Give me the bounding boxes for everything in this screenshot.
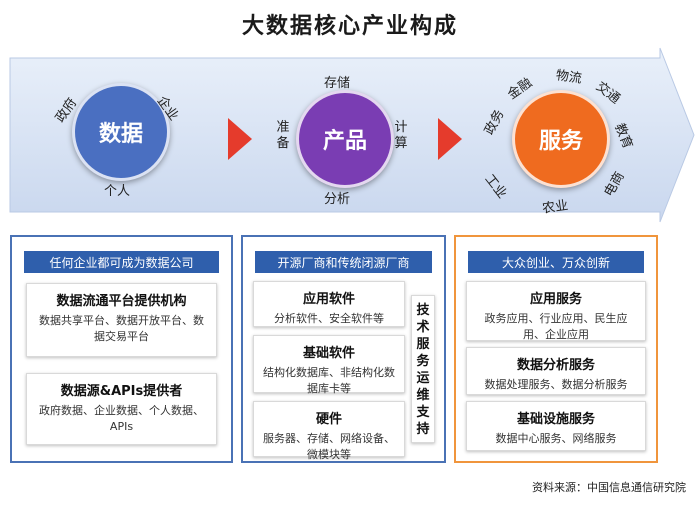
card-hardware: 硬件 服务器、存储、网络设备、微模块等 — [253, 401, 405, 461]
panel-services: 大众创业、万众创新 应用服务 政务应用、行业应用、民生应用、企业应用 数据分析服… — [454, 235, 658, 463]
label-prepare: 准备 — [276, 120, 290, 151]
card-title: 基础软件 — [302, 346, 355, 361]
card-data-analysis-services: 数据分析服务 数据处理服务、数据分析服务 — [466, 347, 646, 395]
card-basic-software: 基础软件 结构化数据库、非结构化数据库卡等 — [253, 335, 405, 395]
stage-circle-service: 服务 — [512, 90, 610, 188]
card-text: 数据共享平台、数据开放平台、数据交易平台 — [39, 314, 204, 343]
stage-name: 数据 — [98, 122, 143, 147]
card-application-services: 应用服务 政务应用、行业应用、民生应用、企业应用 — [466, 281, 646, 341]
card-text: 服务器、存储、网络设备、微模块等 — [263, 432, 395, 461]
card-text: 数据处理服务、数据分析服务 — [484, 378, 628, 391]
side-column-tech-support: 技术服务运维支持 — [411, 295, 435, 443]
card-title: 数据源&APIs提供者 — [60, 384, 183, 399]
label-individual: 个人 — [104, 184, 131, 199]
panel-header: 任何企业都可成为数据公司 — [24, 251, 219, 273]
panel-header: 开源厂商和传统闭源厂商 — [255, 251, 432, 273]
source-note: 资料来源：中国信息通信研究院 — [532, 481, 686, 494]
card-text: 分析软件、安全软件等 — [274, 312, 384, 325]
chevron-right-icon — [438, 118, 462, 160]
label-logistics: 物流 — [554, 68, 583, 87]
card-data-platform: 数据流通平台提供机构 数据共享平台、数据开放平台、数据交易平台 — [26, 283, 217, 357]
card-title: 应用服务 — [529, 292, 582, 307]
panel-data-companies: 任何企业都可成为数据公司 数据流通平台提供机构 数据共享平台、数据开放平台、数据… — [10, 235, 233, 463]
card-text: 政府数据、企业数据、个人数据、APIs — [39, 404, 204, 433]
label-agriculture: 农业 — [541, 198, 570, 217]
page-title: 大数据核心产业构成 — [241, 13, 458, 39]
card-text: 数据中心服务、网络服务 — [495, 432, 617, 445]
card-text: 政务应用、行业应用、民生应用、企业应用 — [484, 312, 628, 341]
stage-name: 产品 — [322, 129, 367, 154]
card-data-source-apis: 数据源&APIs提供者 政府数据、企业数据、个人数据、APIs — [26, 373, 217, 445]
card-title: 数据分析服务 — [516, 358, 595, 373]
card-title: 基础设施服务 — [516, 412, 595, 427]
chevron-right-icon — [228, 118, 252, 160]
label-analysis: 分析 — [324, 192, 351, 207]
card-title: 应用软件 — [302, 292, 355, 307]
label-storage: 存储 — [324, 76, 351, 91]
card-text: 结构化数据库、非结构化数据库卡等 — [263, 366, 395, 395]
stage-name: 服务 — [538, 129, 583, 154]
card-infrastructure-services: 基础设施服务 数据中心服务、网络服务 — [466, 401, 646, 451]
panel-header: 大众创业、万众创新 — [468, 251, 644, 273]
stage-circle-product: 产品 — [296, 90, 394, 188]
stage-circle-data: 数据 — [72, 83, 170, 181]
card-title: 数据流通平台提供机构 — [56, 294, 187, 309]
card-title: 硬件 — [315, 412, 342, 427]
panel-vendors: 开源厂商和传统闭源厂商 应用软件 分析软件、安全软件等 基础软件 结构化数据库、… — [241, 235, 446, 463]
label-compute: 计算 — [394, 120, 408, 151]
card-application-software: 应用软件 分析软件、安全软件等 — [253, 281, 405, 327]
